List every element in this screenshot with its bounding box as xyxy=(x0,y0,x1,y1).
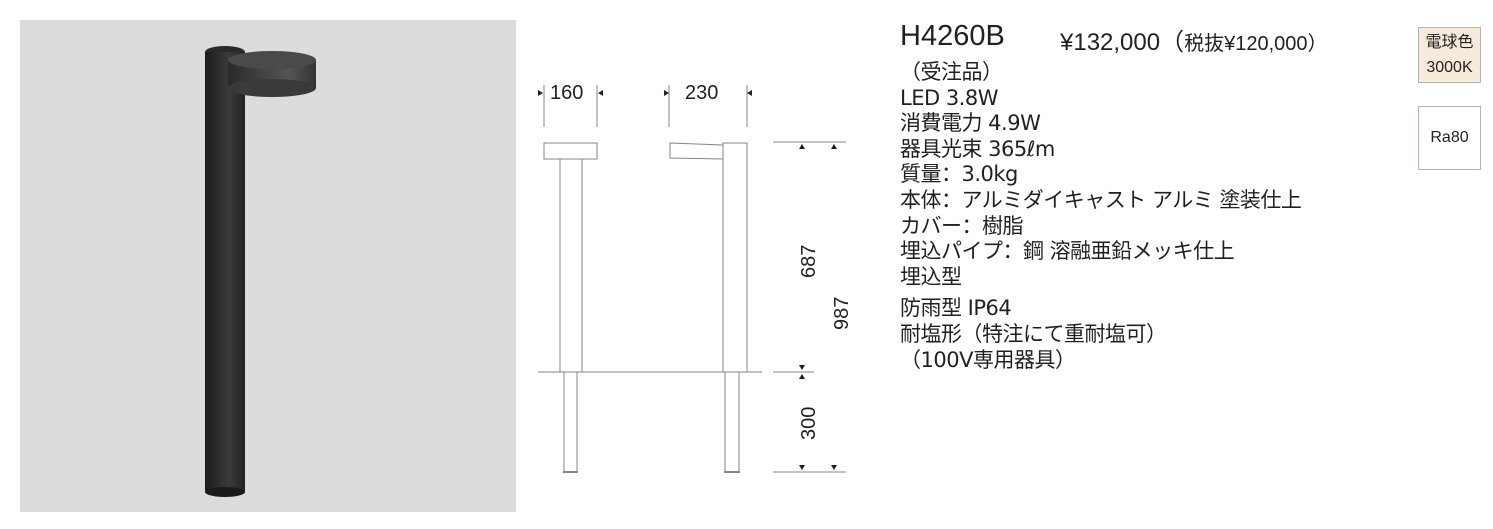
dim-above-ground: 687 xyxy=(798,245,820,278)
spec-item: カバー：樹脂 xyxy=(900,213,1024,238)
spec-item: 器具光束 365ℓm xyxy=(900,136,1055,161)
spec-item: 耐塩形（特注にて重耐塩可） xyxy=(900,321,1167,346)
color-temp-value: 3000K xyxy=(1426,59,1473,76)
spec-item: 埋込パイプ：鋼 溶融亜鉛メッキ仕上 xyxy=(900,239,1235,264)
spec-item: （100V専用器具） xyxy=(900,347,1076,372)
order-note: （受注品） xyxy=(900,60,1003,84)
model-number: H4260B xyxy=(900,20,1005,52)
dim-total-height: 987 xyxy=(831,297,853,330)
spec-item: LED 3.8W xyxy=(900,85,998,110)
dim-embed-depth: 300 xyxy=(798,407,820,440)
spec-item: 消費電力 4.9W xyxy=(900,111,1041,136)
dimension-arrows xyxy=(538,90,837,470)
price-excl-tax: 税抜¥120,000） xyxy=(1184,33,1328,55)
color-temp-label: 電球色 xyxy=(1425,34,1474,51)
dim-head-diameter: 160 xyxy=(550,82,583,104)
front-view xyxy=(543,85,598,473)
product-photo xyxy=(20,20,516,512)
cri-badge: Ra80 xyxy=(1418,106,1481,170)
dimension-drawing: 160 230 687 987 300 xyxy=(538,82,853,473)
spec-list: （受注品） LED 3.8W 消費電力 4.9W 器具光束 365ℓm 質量：3… xyxy=(900,60,1302,373)
side-view xyxy=(668,85,748,473)
color-temperature-badge: 電球色 3000K xyxy=(1418,27,1481,83)
price: ¥132,000（税抜¥120,000） xyxy=(1060,22,1328,57)
price-incl-tax: ¥132,000（ xyxy=(1060,29,1185,56)
spec-item: 防雨型 IP64 xyxy=(900,296,1012,321)
bollard-light-image xyxy=(205,46,316,497)
spec-item: 埋込型 xyxy=(900,264,962,289)
dim-arm-length: 230 xyxy=(685,82,718,104)
dimension-lines xyxy=(773,141,846,473)
spec-item: 質量：3.0kg xyxy=(900,162,1018,187)
spec-item: 本体：アルミダイキャスト アルミ 塗装仕上 xyxy=(900,187,1302,212)
